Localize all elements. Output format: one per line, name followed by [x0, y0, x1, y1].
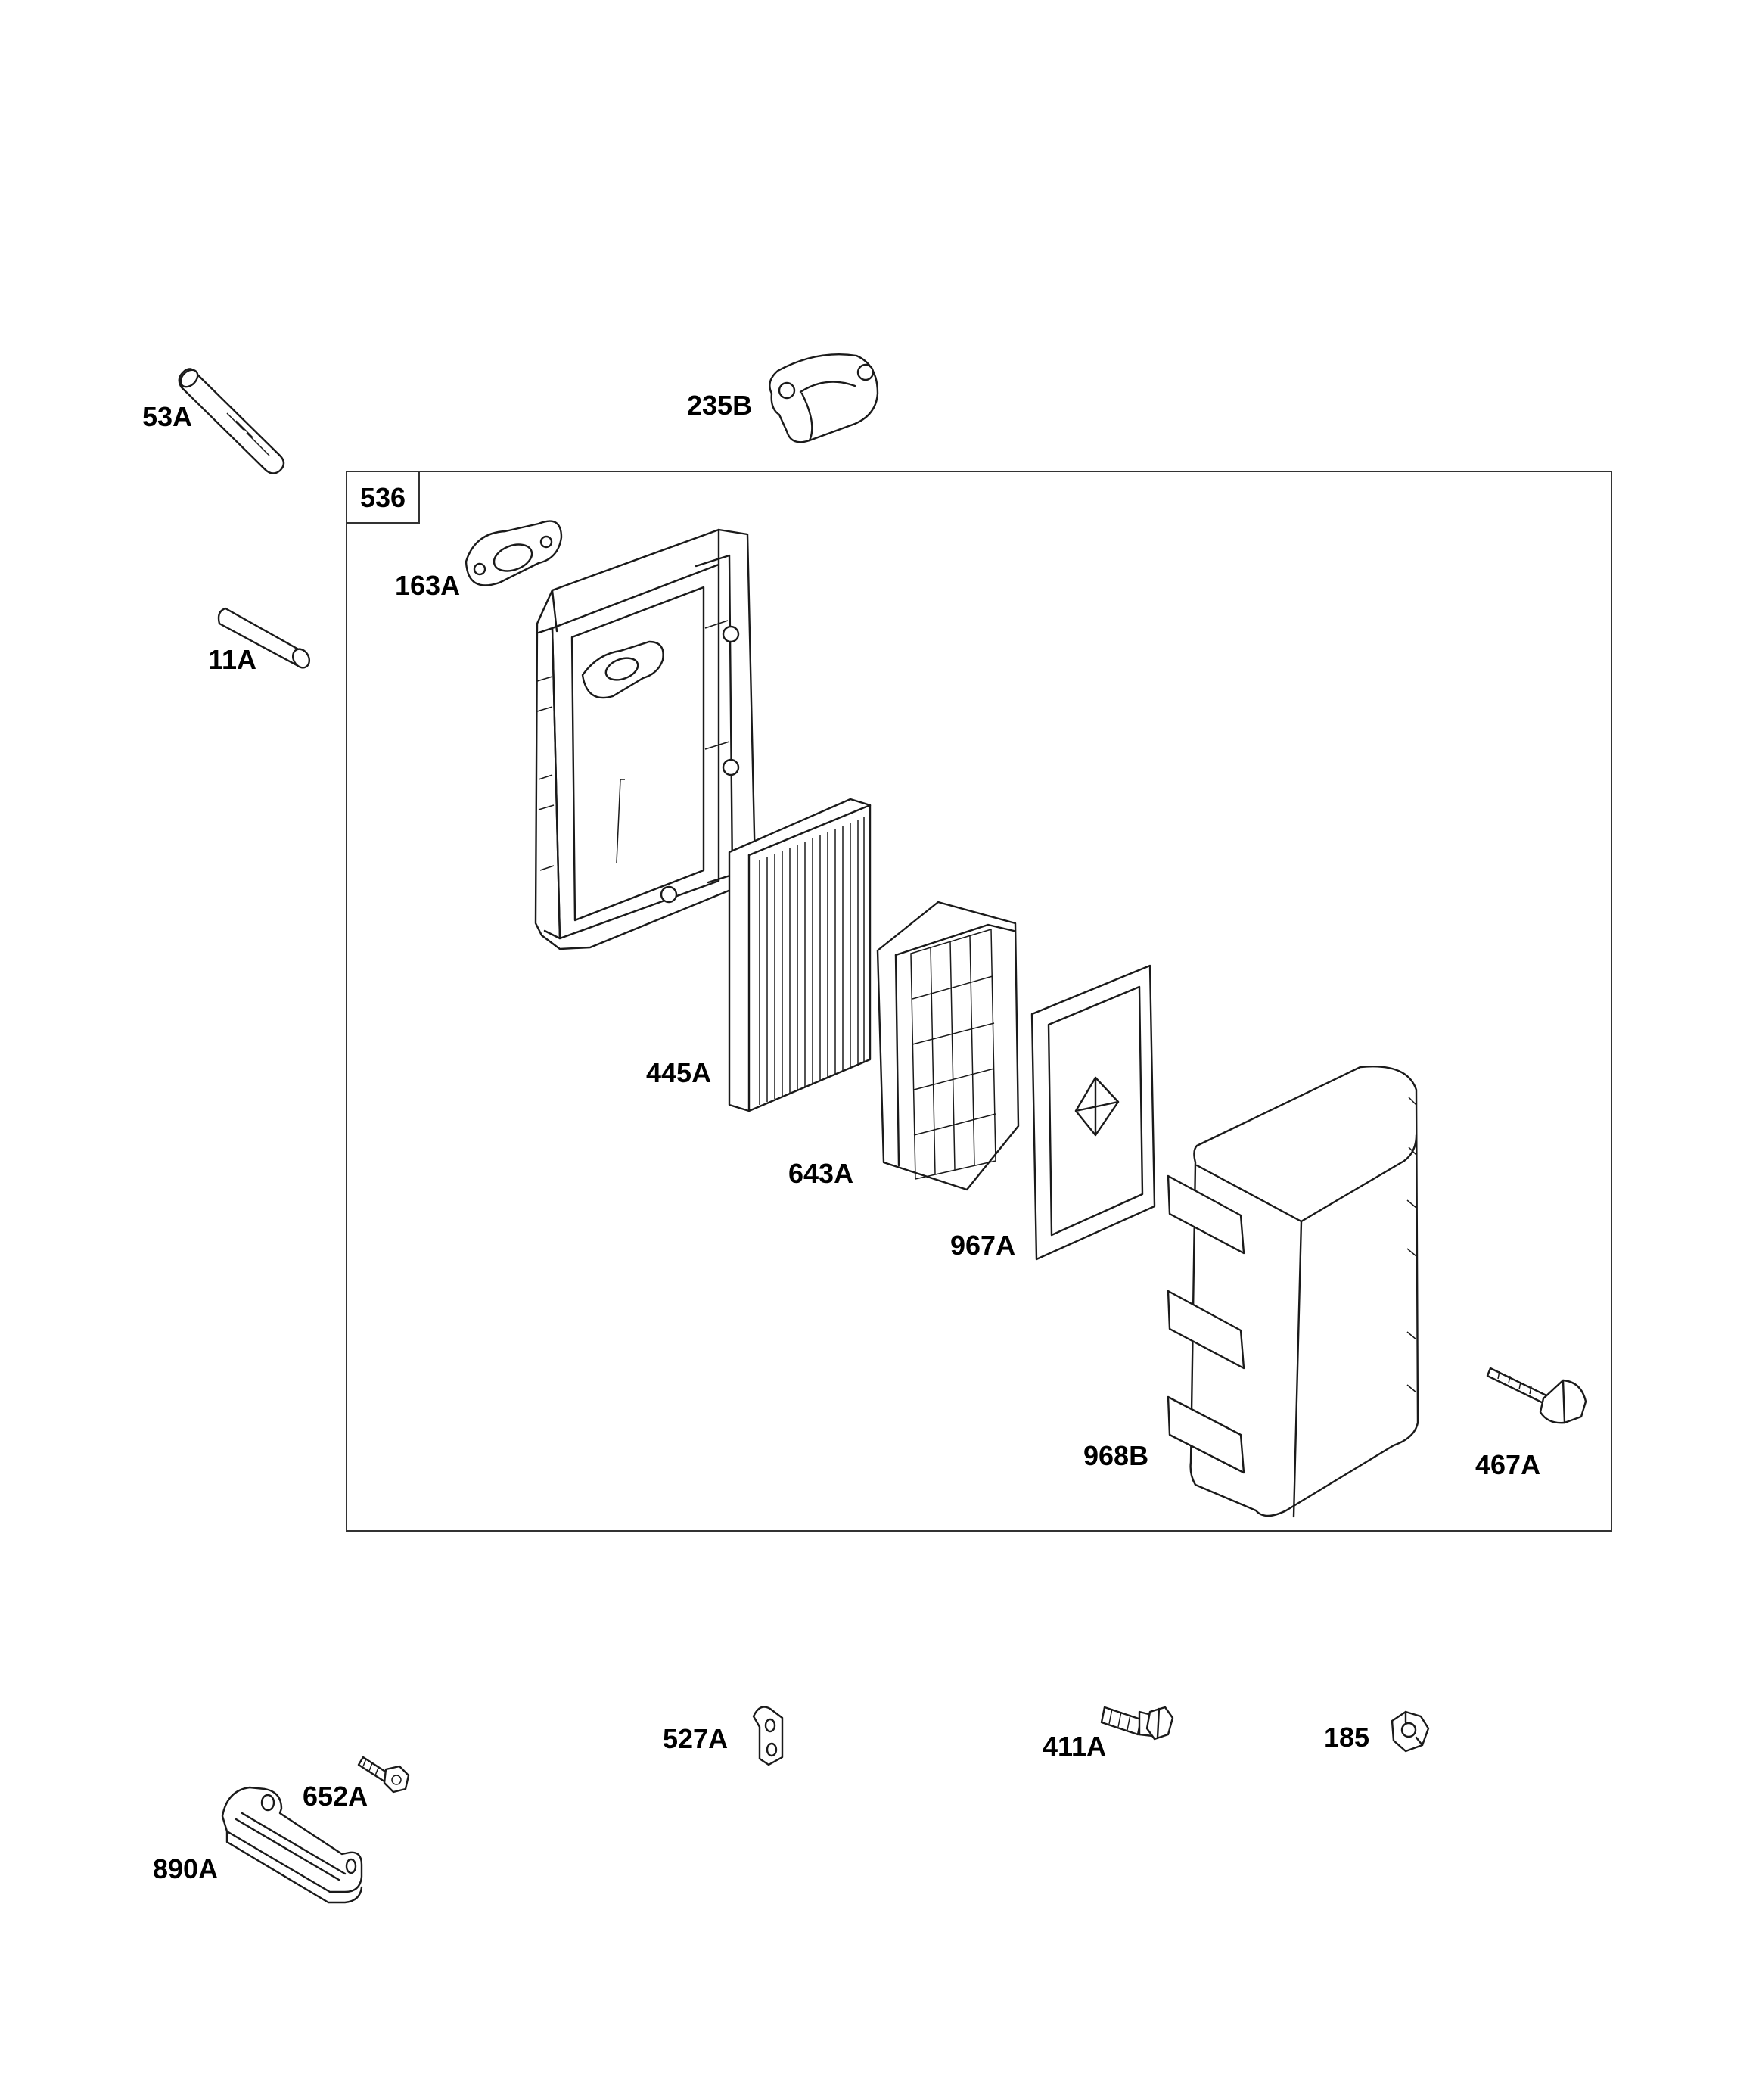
part-967A-gasket[interactable]: [1030, 964, 1156, 1261]
part-527A-clip[interactable]: [752, 1706, 784, 1766]
part-53A-fitting[interactable]: [177, 366, 285, 474]
label-163A: 163A: [395, 570, 460, 601]
label-11A: 11A: [208, 644, 256, 675]
part-air-cleaner-base[interactable]: [534, 528, 757, 950]
part-968B-cover[interactable]: [1167, 1066, 1419, 1518]
part-235B-clamp[interactable]: [769, 353, 879, 443]
part-652A-screw[interactable]: [357, 1756, 410, 1794]
label-967A: 967A: [950, 1230, 1015, 1261]
part-411A-bolt[interactable]: [1100, 1706, 1174, 1741]
part-185-nut[interactable]: [1391, 1710, 1430, 1753]
label-968B: 968B: [1083, 1440, 1148, 1471]
part-11A-tube[interactable]: [217, 607, 312, 670]
label-527A: 527A: [663, 1723, 728, 1754]
label-652A: 652A: [303, 1781, 368, 1812]
part-643A-precleaner[interactable]: [876, 901, 1020, 1191]
label-185: 185: [1324, 1722, 1369, 1753]
label-411A: 411A: [1043, 1731, 1106, 1762]
assembly-frame: [346, 471, 1612, 1532]
assembly-label: 536: [360, 482, 406, 513]
part-445A-filter[interactable]: [728, 798, 872, 1112]
part-163A-gasket[interactable]: [465, 520, 563, 586]
label-643A: 643A: [788, 1158, 853, 1189]
label-235B: 235B: [687, 390, 752, 421]
assembly-label-box: [346, 471, 420, 524]
part-467A-knob-screw[interactable]: [1486, 1367, 1587, 1424]
label-890A: 890A: [153, 1853, 218, 1884]
part-890A-bracket[interactable]: [221, 1786, 363, 1904]
label-53A: 53A: [142, 401, 192, 432]
label-467A: 467A: [1475, 1449, 1540, 1480]
label-445A: 445A: [646, 1057, 711, 1088]
